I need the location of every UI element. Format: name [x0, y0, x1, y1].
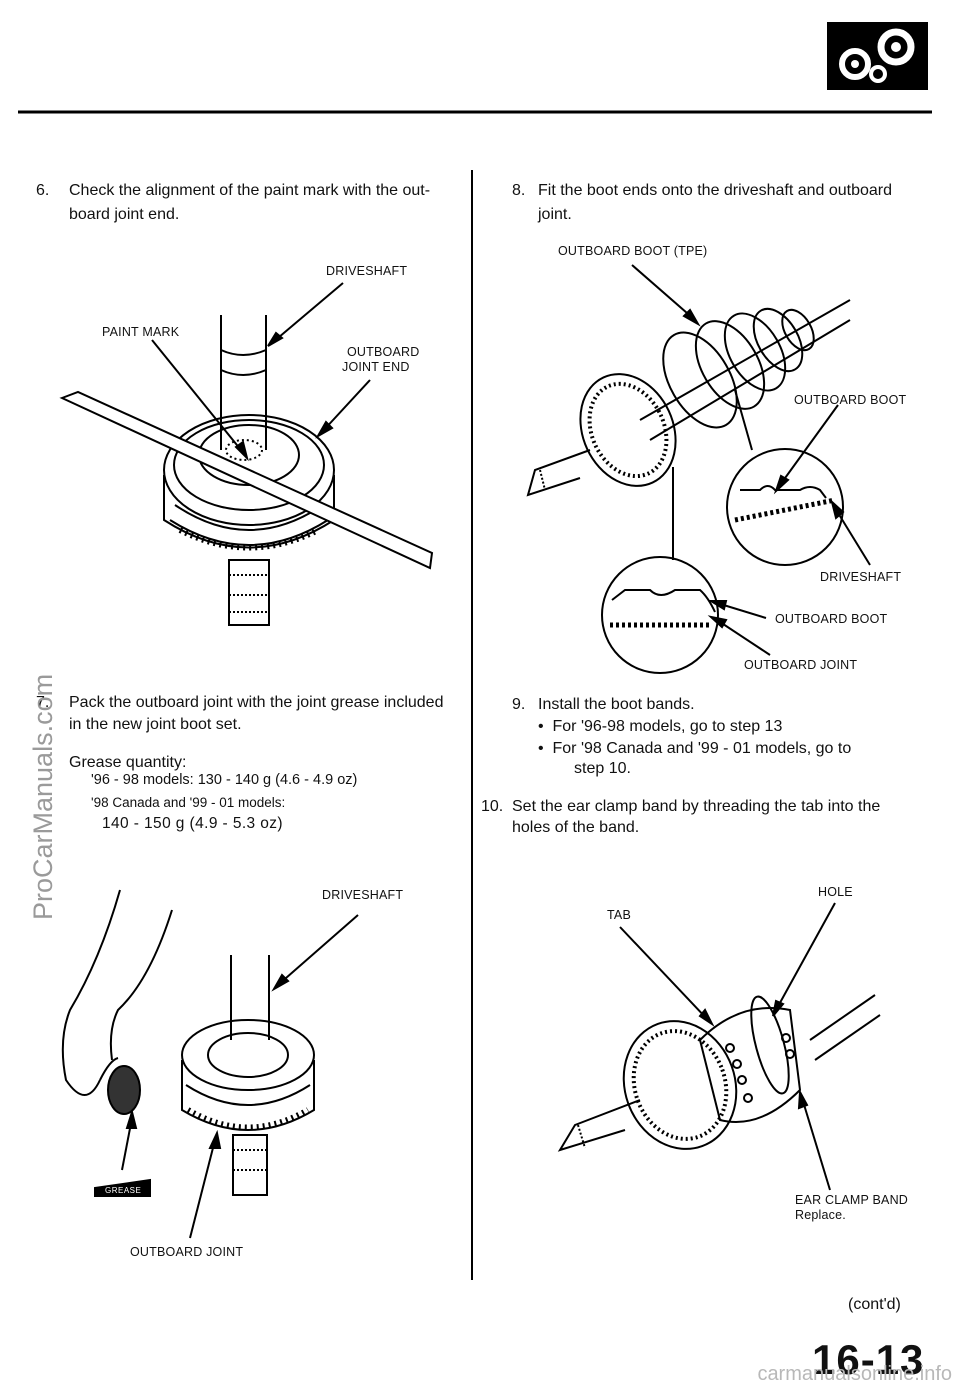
page-number: 16-13: [812, 1336, 925, 1383]
fig3-label-outboard-boot-1: OUTBOARD BOOT: [794, 393, 907, 407]
fig3-label-outboard-joint: OUTBOARD JOINT: [744, 658, 858, 672]
fig2-grease-drawing: [61, 889, 359, 1239]
fig3-label-boot-tpe: OUTBOARD BOOT (TPE): [558, 244, 708, 258]
step-9-bullet-2-cont: step 10.: [574, 760, 631, 777]
fig4-label-hole: HOLE: [818, 885, 853, 899]
step-8-line-1: Fit the boot ends onto the driveshaft an…: [538, 182, 893, 199]
step-7-number: 7.: [36, 694, 50, 711]
grease-quantity-title: Grease quantity:: [69, 754, 187, 771]
fig1-label-joint-end: JOINT END: [342, 360, 410, 374]
fig4-clamp-drawing: [557, 902, 881, 1191]
grease-quantity-line-3: 140 - 150 g (4.9 - 5.3 oz): [102, 815, 283, 832]
fig1-alignment-drawing: [59, 282, 434, 626]
step-6-number: 6.: [36, 182, 50, 199]
gears-icon: [827, 22, 928, 90]
fig3-label-driveshaft: DRIVESHAFT: [820, 570, 902, 584]
grease-tube-label: GREASE: [105, 1186, 142, 1195]
fig4-label-replace: Replace.: [795, 1208, 846, 1222]
step-9-line-1: Install the boot bands.: [538, 696, 695, 713]
step-9-bullet-2: • For '98 Canada and '99 - 01 models, go…: [538, 740, 852, 757]
step-9-bullet-1-text: For '96-98 models, go to step 13: [552, 718, 783, 735]
grease-quantity-line-1: '96 - 98 models: 130 - 140 g (4.6 - 4.9 …: [91, 772, 358, 788]
fig4-label-ear-clamp: EAR CLAMP BAND: [795, 1193, 909, 1207]
step-10-line-1: Set the ear clamp band by threading the …: [512, 798, 881, 815]
step-9-number: 9.: [512, 696, 526, 713]
step-10-number: 10.: [481, 798, 504, 815]
grease-quantity-line-2: '98 Canada and '99 - 01 models:: [91, 795, 286, 810]
side-watermark: ProCarManuals.com: [28, 673, 58, 920]
step-8-number: 8.: [512, 182, 526, 199]
fig1-label-outboard: OUTBOARD: [347, 345, 420, 359]
fig1-label-paint-mark: PAINT MARK: [102, 325, 180, 339]
fig1-label-driveshaft: DRIVESHAFT: [326, 264, 408, 278]
step-10-line-2: holes of the band.: [512, 819, 640, 836]
step-8-line-2: joint.: [538, 206, 572, 223]
fig2-label-outboard-joint: OUTBOARD JOINT: [130, 1245, 244, 1259]
step-7-line-1: Pack the outboard joint with the joint g…: [69, 694, 444, 711]
step-9-bullet-2-text: For '98 Canada and '99 - 01 models, go t…: [552, 740, 852, 757]
fig3-boot-drawing: [526, 264, 871, 674]
step-9-bullet-1: • For '96-98 models, go to step 13: [538, 718, 783, 735]
step-6-line-2: board joint end.: [69, 206, 180, 223]
bottom-watermark: carmanualsonline.info: [757, 1363, 952, 1385]
continued-note: (cont'd): [848, 1296, 901, 1313]
fig3-label-outboard-boot-2: OUTBOARD BOOT: [775, 612, 888, 626]
step-6-line-1: Check the alignment of the paint mark wi…: [69, 182, 431, 199]
fig2-label-driveshaft: DRIVESHAFT: [322, 888, 404, 902]
step-7-line-2: in the new joint boot set.: [69, 716, 242, 733]
fig4-label-tab: TAB: [607, 908, 631, 922]
